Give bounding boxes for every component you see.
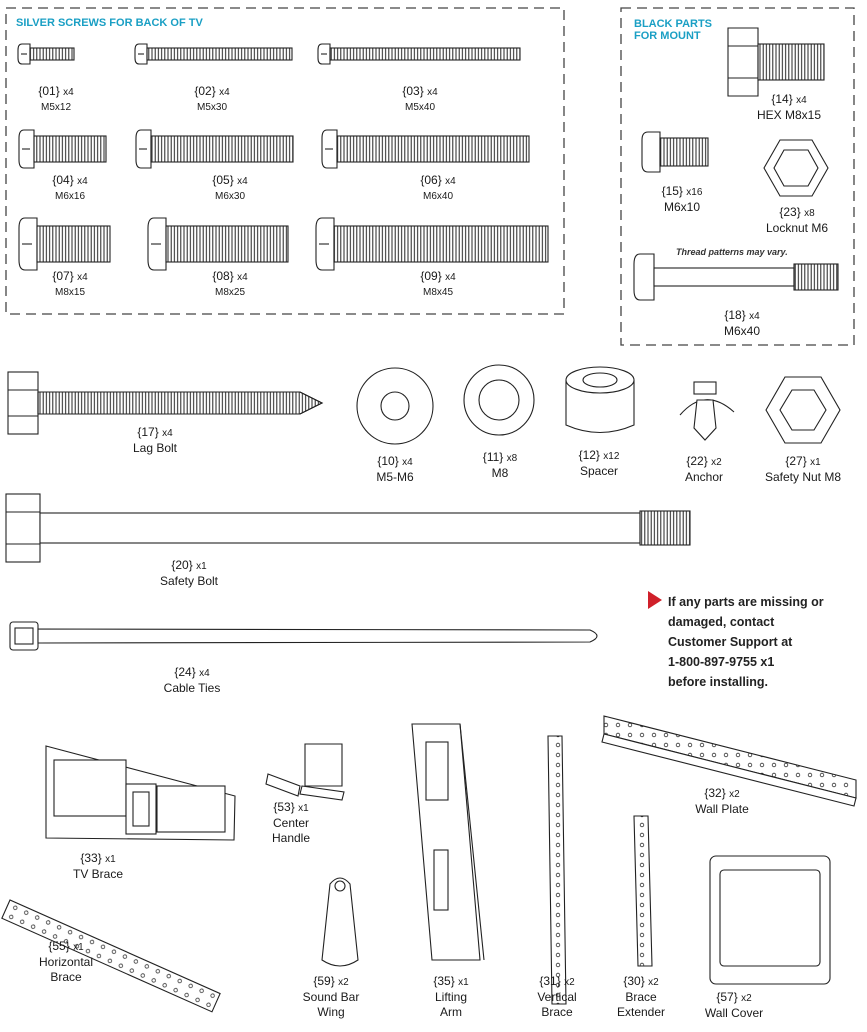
screw-15 bbox=[641, 131, 709, 173]
screw-05 bbox=[135, 129, 294, 169]
notice-arrow-icon bbox=[648, 591, 662, 609]
wall-plate-32 bbox=[601, 715, 857, 807]
black-parts-title-line-2: FOR MOUNT bbox=[634, 30, 701, 42]
silver-screws-box bbox=[5, 7, 565, 315]
screw-06 bbox=[321, 129, 530, 169]
screw-08 bbox=[147, 217, 289, 271]
lag-bolt-17 bbox=[7, 371, 324, 435]
center-handle-53 bbox=[265, 743, 345, 801]
screw-03 bbox=[317, 43, 521, 65]
tv-brace-33 bbox=[45, 745, 236, 841]
anchor-22 bbox=[679, 381, 735, 441]
missing-parts-notice: If any parts are missing or damaged, con… bbox=[668, 592, 858, 692]
locknut-23 bbox=[763, 139, 829, 197]
black-parts-title: BLACK PARTS FOR MOUNT bbox=[634, 18, 712, 42]
screw-07 bbox=[18, 217, 111, 271]
black-parts-title-line-1: BLACK PARTS bbox=[634, 18, 713, 30]
safety-bolt-20 bbox=[5, 493, 691, 563]
screw-04 bbox=[18, 129, 107, 169]
sound-bar-wing-59 bbox=[321, 877, 359, 967]
black-parts-box bbox=[620, 7, 855, 346]
safety-nut-27 bbox=[765, 376, 841, 444]
horizontal-brace-55 bbox=[1, 899, 221, 1013]
hex-bolt-14 bbox=[727, 27, 825, 97]
notice-line-5: before installing. bbox=[668, 675, 769, 689]
silver-screws-title: SILVER SCREWS FOR BACK OF TV bbox=[16, 17, 203, 29]
notice-line-2: damaged, contact bbox=[668, 615, 775, 629]
washer-10 bbox=[356, 367, 434, 445]
notice-line-4: 1-800-897-9755 x1 bbox=[668, 655, 775, 669]
vertical-brace-31 bbox=[547, 735, 567, 1005]
wall-cover-57 bbox=[709, 855, 831, 985]
screw-01 bbox=[17, 43, 75, 65]
cable-tie-24 bbox=[9, 621, 598, 651]
lifting-arm-35 bbox=[411, 723, 485, 961]
screw-02 bbox=[134, 43, 293, 65]
notice-line-3: Customer Support at bbox=[668, 635, 793, 649]
screw-18 bbox=[633, 253, 839, 301]
spacer-12 bbox=[565, 366, 635, 433]
thread-note: Thread patterns may vary. bbox=[676, 247, 788, 257]
notice-line-1: If any parts are missing or bbox=[668, 595, 824, 609]
washer-11 bbox=[463, 364, 535, 436]
screw-09 bbox=[315, 217, 549, 271]
brace-extender-30 bbox=[633, 815, 653, 967]
